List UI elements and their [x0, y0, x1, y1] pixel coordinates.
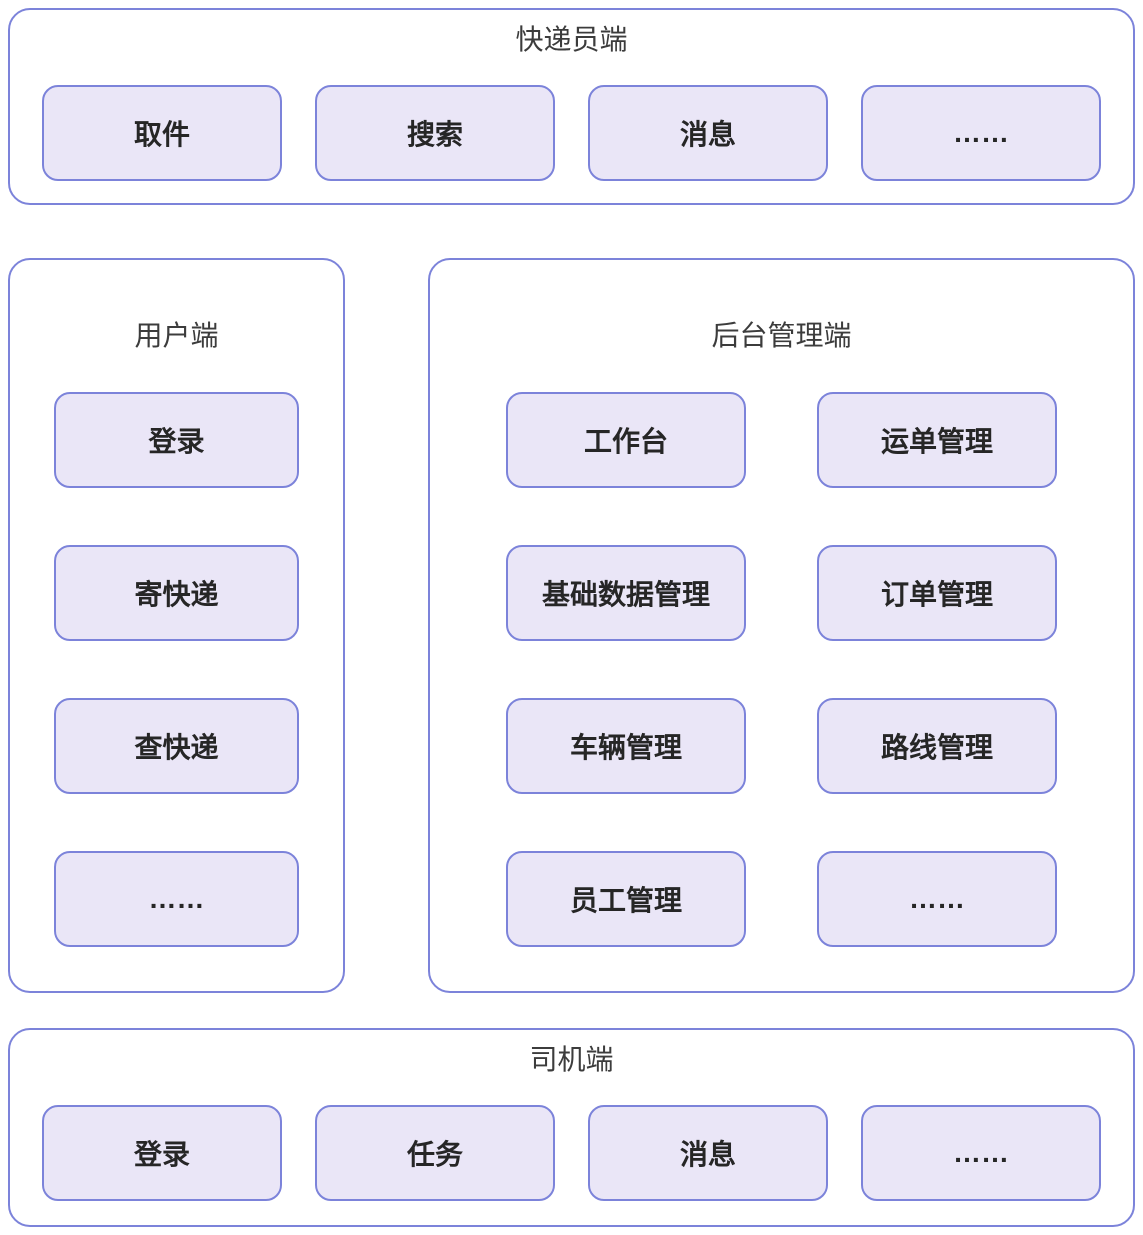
courier-node-more: …… — [861, 85, 1101, 181]
admin-grid-row: 基础数据管理 订单管理 — [506, 545, 1057, 641]
courier-node-messages: 消息 — [588, 85, 828, 181]
driver-node-more: …… — [861, 1105, 1101, 1201]
driver-button-row: 登录 任务 消息 …… — [10, 1105, 1133, 1201]
admin-grid-row: 工作台 运单管理 — [506, 392, 1057, 488]
admin-grid-row: 员工管理 …… — [506, 851, 1057, 947]
admin-node-vehicle-management: 车辆管理 — [506, 698, 746, 794]
user-panel-title: 用户端 — [134, 320, 219, 351]
driver-node-login: 登录 — [42, 1105, 282, 1201]
driver-node-messages: 消息 — [588, 1105, 828, 1201]
middle-row: 用户端 登录 寄快递 查快递 …… 后台管理端 工作台 运单管理 基础数据管理 … — [8, 258, 1135, 993]
admin-node-staff-management: 员工管理 — [506, 851, 746, 947]
courier-panel: 快递员端 取件 搜索 消息 …… — [8, 8, 1135, 205]
user-button-column: 登录 寄快递 查快递 …… — [10, 392, 343, 947]
courier-node-pickup: 取件 — [42, 85, 282, 181]
driver-node-tasks: 任务 — [315, 1105, 555, 1201]
admin-node-base-data-management: 基础数据管理 — [506, 545, 746, 641]
admin-panel-title: 后台管理端 — [711, 320, 852, 351]
admin-node-order-management: 订单管理 — [817, 545, 1057, 641]
admin-panel: 后台管理端 工作台 运单管理 基础数据管理 订单管理 车辆管理 路线管理 员工管… — [428, 258, 1135, 993]
user-panel: 用户端 登录 寄快递 查快递 …… — [8, 258, 345, 993]
driver-panel: 司机端 登录 任务 消息 …… — [8, 1028, 1135, 1227]
admin-node-workbench: 工作台 — [506, 392, 746, 488]
admin-node-route-management: 路线管理 — [817, 698, 1057, 794]
courier-button-row: 取件 搜索 消息 …… — [10, 85, 1133, 181]
user-node-track-express: 查快递 — [54, 698, 299, 794]
courier-node-search: 搜索 — [315, 85, 555, 181]
admin-node-waybill-management: 运单管理 — [817, 392, 1057, 488]
admin-grid-row: 车辆管理 路线管理 — [506, 698, 1057, 794]
user-node-more: …… — [54, 851, 299, 947]
driver-panel-title: 司机端 — [529, 1044, 614, 1075]
courier-panel-title: 快递员端 — [515, 24, 628, 55]
user-node-send-express: 寄快递 — [54, 545, 299, 641]
admin-button-grid: 工作台 运单管理 基础数据管理 订单管理 车辆管理 路线管理 员工管理 …… — [430, 392, 1133, 947]
user-node-login: 登录 — [54, 392, 299, 488]
admin-node-more: …… — [817, 851, 1057, 947]
